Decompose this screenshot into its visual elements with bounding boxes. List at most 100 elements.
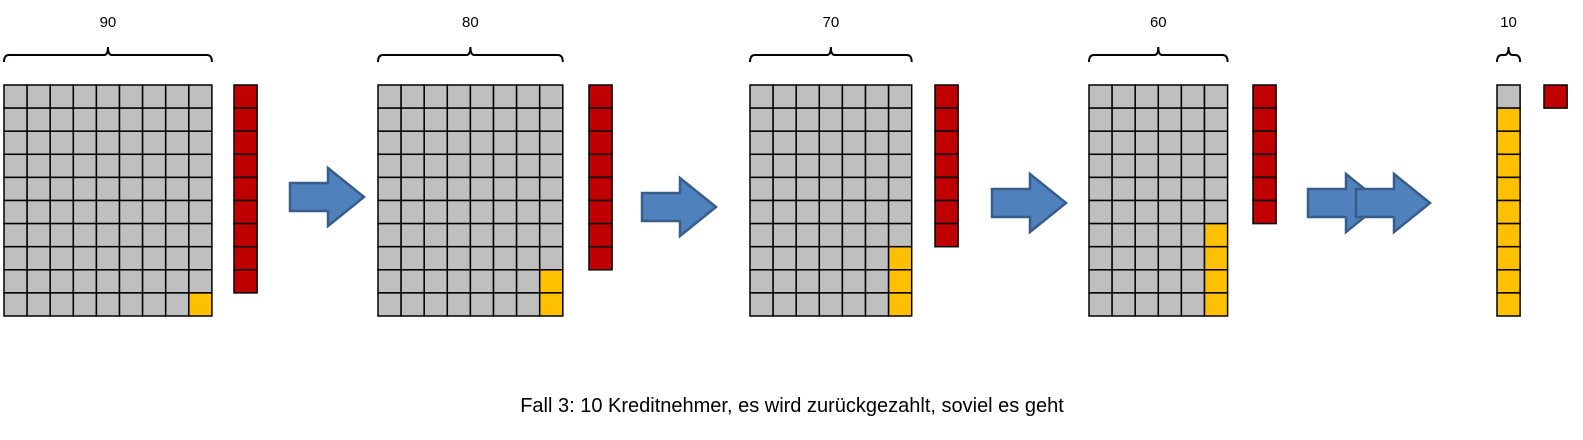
loan-cell xyxy=(1111,153,1136,179)
loan-cell xyxy=(446,176,472,202)
default-cell xyxy=(1252,130,1277,156)
loan-cell xyxy=(515,199,541,225)
loan-cell xyxy=(446,107,472,132)
default-cell xyxy=(233,130,258,156)
loan-cell xyxy=(95,245,121,271)
loan-cell xyxy=(118,292,144,317)
loan-cell xyxy=(400,153,425,179)
loan-cell xyxy=(749,84,774,109)
loan-cell xyxy=(469,222,495,248)
loan-cell xyxy=(26,269,51,294)
loan-cell xyxy=(164,107,190,132)
loan-cell xyxy=(26,176,51,202)
loan-cell xyxy=(95,176,121,202)
repaid-cell xyxy=(188,292,213,317)
loan-cell xyxy=(469,199,495,225)
loan-cell xyxy=(423,199,449,225)
loan-cell xyxy=(446,199,472,225)
loan-cell xyxy=(400,84,425,109)
loan-cell xyxy=(1111,176,1136,202)
loan-cell xyxy=(492,269,518,294)
loan-cell xyxy=(164,292,190,317)
repaid-cell xyxy=(887,245,913,271)
default-cell xyxy=(934,153,959,179)
loan-cell xyxy=(400,245,425,271)
loan-cell xyxy=(1180,269,1206,294)
loan-cell xyxy=(1157,222,1183,248)
arrow-icon xyxy=(288,165,366,229)
repaid-cell xyxy=(538,292,564,317)
loan-cell xyxy=(1180,176,1206,202)
default-cell xyxy=(934,222,959,248)
loan-cell xyxy=(887,199,913,225)
loan-cell xyxy=(72,269,98,294)
brace xyxy=(1496,46,1522,63)
repaid-cell xyxy=(1203,222,1229,248)
loan-cell xyxy=(1088,199,1113,225)
loan-cell xyxy=(795,245,821,271)
loan-cell xyxy=(841,245,867,271)
loan-cell xyxy=(1157,176,1183,202)
loan-cell xyxy=(141,222,167,248)
loan-cell xyxy=(72,176,98,202)
loan-cell xyxy=(188,222,213,248)
loan-cell xyxy=(515,107,541,132)
loan-cell xyxy=(1203,107,1229,132)
loan-cell xyxy=(118,107,144,132)
default-cell xyxy=(1252,176,1277,202)
loan-cell xyxy=(188,199,213,225)
loan-cell xyxy=(423,153,449,179)
default-cell xyxy=(588,176,613,202)
default-cell xyxy=(233,153,258,179)
loan-cell xyxy=(95,130,121,156)
loan-cell xyxy=(1180,222,1206,248)
loan-cell xyxy=(446,84,472,109)
loan-cell xyxy=(749,245,774,271)
loan-cell xyxy=(818,153,844,179)
loan-cell xyxy=(515,153,541,179)
loan-cell xyxy=(492,222,518,248)
loan-cell xyxy=(841,130,867,156)
loan-cell xyxy=(141,176,167,202)
loan-cell xyxy=(887,176,913,202)
loan-cell xyxy=(538,107,564,132)
loan-cell xyxy=(818,199,844,225)
loan-cell xyxy=(864,130,890,156)
loan-cell xyxy=(841,107,867,132)
loan-cell xyxy=(164,245,190,271)
loan-cell xyxy=(1088,107,1113,132)
repaid-cell xyxy=(1496,176,1521,202)
default-cell xyxy=(588,222,613,248)
loan-cell xyxy=(887,153,913,179)
loan-cell xyxy=(446,292,472,317)
loan-cell xyxy=(164,176,190,202)
loan-cell xyxy=(164,130,190,156)
loan-cell xyxy=(377,269,402,294)
loan-cell xyxy=(749,107,774,132)
loan-cell xyxy=(1203,199,1229,225)
loan-cell xyxy=(423,107,449,132)
loan-cell xyxy=(749,222,774,248)
stage-label: 90 xyxy=(100,14,117,31)
loan-cell xyxy=(400,107,425,132)
default-cell xyxy=(1252,199,1277,225)
loan-cell xyxy=(3,245,28,271)
loan-cell xyxy=(188,153,213,179)
loan-cell xyxy=(1134,222,1160,248)
loan-cell xyxy=(538,84,564,109)
loan-cell xyxy=(118,199,144,225)
loan-cell xyxy=(1180,292,1206,317)
loan-cell xyxy=(95,84,121,109)
loan-cell xyxy=(423,84,449,109)
loan-cell xyxy=(1111,199,1136,225)
loan-cell xyxy=(1134,107,1160,132)
loan-cell xyxy=(118,245,144,271)
loan-cell xyxy=(49,245,75,271)
loan-cell xyxy=(818,176,844,202)
loan-cell xyxy=(400,176,425,202)
loan-cell xyxy=(423,245,449,271)
loan-cell xyxy=(841,292,867,317)
default-cell xyxy=(588,245,613,271)
loan-cell xyxy=(1157,130,1183,156)
loan-cell xyxy=(795,84,821,109)
